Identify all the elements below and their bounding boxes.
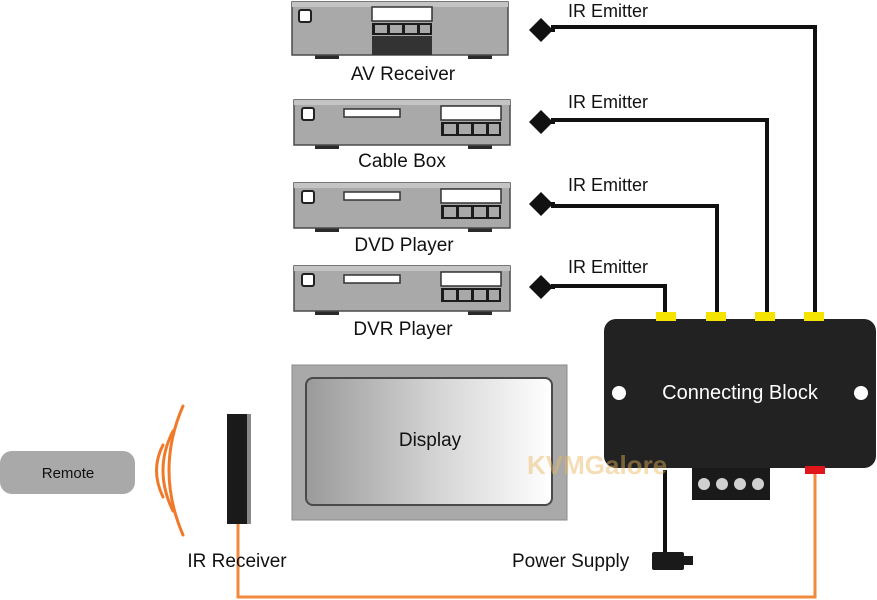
- connecting-block-label: Connecting Block: [662, 382, 819, 404]
- display-label: Display: [399, 430, 462, 451]
- power-plug-icon: [652, 552, 693, 570]
- dvr-player-label: DVR Player: [353, 319, 453, 340]
- receiver-port: [805, 466, 825, 474]
- ir-receiver-label: IR Receiver: [187, 551, 287, 572]
- ir-receiver-cable: [236, 470, 817, 599]
- mounting-hole-icon: [612, 386, 626, 400]
- cable-box-label: Cable Box: [358, 151, 446, 172]
- remote-label: Remote: [42, 465, 95, 482]
- ir-receiver-device: [227, 414, 251, 524]
- terminal-screw-icon: [752, 478, 764, 490]
- terminal-screw-icon: [734, 478, 746, 490]
- emitter-cable-dvr-player: [541, 284, 667, 312]
- emitter-port-3: [755, 312, 775, 321]
- emitter-diamond-icon: [529, 18, 553, 42]
- remote-device: [0, 451, 135, 494]
- dvd-player-label: DVD Player: [354, 235, 454, 256]
- av-receiver-label: AV Receiver: [351, 64, 456, 85]
- emitter-diamond-icon: [529, 275, 553, 299]
- display-device: [291, 364, 568, 521]
- emitter-label: IR Emitter: [568, 175, 648, 195]
- dvr-player-device: [293, 265, 511, 315]
- terminal-screw-icon: [698, 478, 710, 490]
- emitter-port-1: [656, 312, 676, 321]
- av-receiver-device: [291, 1, 509, 59]
- dvd-player-device: [293, 182, 511, 232]
- emitter-label: IR Emitter: [568, 257, 648, 277]
- emitter-heads: [529, 18, 553, 299]
- watermark: KVMGalore: [527, 450, 667, 480]
- ir-signal-waves-icon: [155, 404, 185, 537]
- emitter-port-2: [706, 312, 726, 321]
- emitter-port-4: [804, 312, 824, 321]
- emitter-label: IR Emitter: [568, 92, 648, 112]
- emitter-diamond-icon: [529, 192, 553, 216]
- emitter-cable-cable-box: [541, 118, 769, 312]
- mounting-hole-icon: [854, 386, 868, 400]
- connecting-block: [604, 312, 876, 500]
- power-supply-label: Power Supply: [512, 551, 630, 572]
- emitter-diamond-icon: [529, 110, 553, 134]
- terminal-screw-icon: [716, 478, 728, 490]
- cable-box-device: [293, 99, 511, 149]
- emitter-label: IR Emitter: [568, 1, 648, 21]
